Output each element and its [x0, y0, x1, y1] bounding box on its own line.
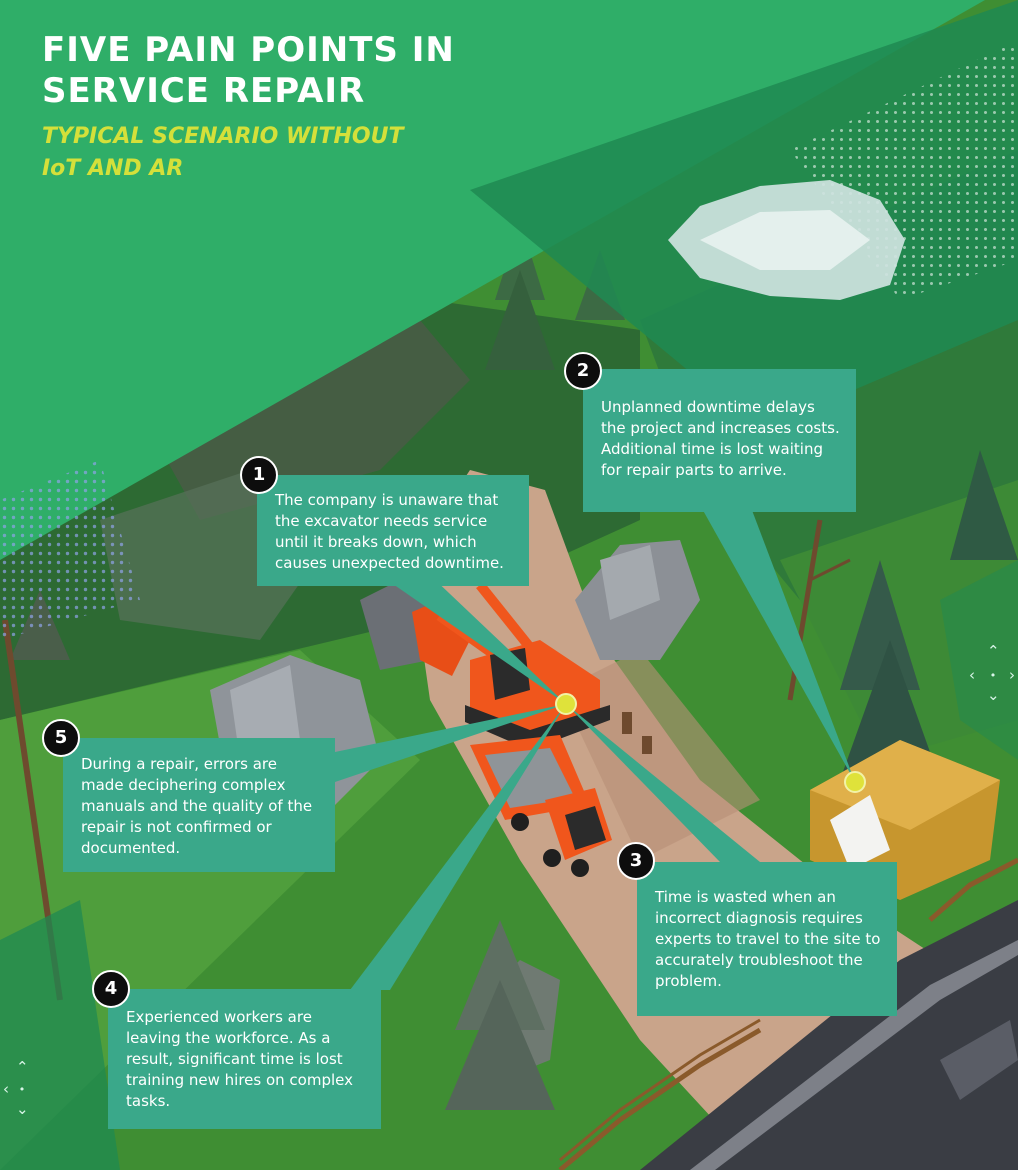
pointer-3: [566, 704, 760, 862]
pointer-2: [700, 505, 855, 782]
chevron-up-icon[interactable]: ⌃: [987, 642, 1000, 660]
chevron-left-icon[interactable]: ‹: [3, 1080, 9, 1098]
callout-4-text: Experienced workers are leaving the work…: [126, 1008, 353, 1110]
marker-excavator: [555, 693, 577, 715]
callout-4-box: Experienced workers are leaving the work…: [108, 989, 381, 1129]
chevron-right-icon[interactable]: ›: [1009, 666, 1015, 684]
center-dot-icon: •: [989, 669, 997, 682]
callout-4-badge: 4: [92, 970, 130, 1008]
marker-cabin: [844, 771, 866, 793]
chevron-down-icon[interactable]: ⌄: [987, 686, 1000, 704]
pointer-4: [350, 704, 566, 990]
center-dot-icon: •: [18, 1083, 26, 1096]
callout-3-badge: 3: [617, 842, 655, 880]
callout-2-text: Unplanned downtime delays the project an…: [601, 398, 840, 479]
callout-5-badge: 5: [42, 719, 80, 757]
callout-1-box: The company is unaware that the excavato…: [257, 475, 529, 586]
nav-control-left[interactable]: ⌃ ‹ • ⌄: [0, 1058, 40, 1122]
callout-5-text: During a repair, errors are made deciphe…: [81, 755, 313, 857]
chevron-up-icon[interactable]: ⌃: [16, 1058, 29, 1076]
page-subtitle: TYPICAL SCENARIO WITHOUT IoT AND AR: [42, 124, 404, 181]
page-title: FIVE PAIN POINTS IN SERVICE REPAIR: [42, 30, 455, 111]
callout-2-badge: 2: [564, 352, 602, 390]
callout-2-box: Unplanned downtime delays the project an…: [583, 369, 856, 512]
callout-5-box: During a repair, errors are made deciphe…: [63, 738, 335, 872]
chevron-down-icon[interactable]: ⌄: [16, 1100, 29, 1118]
nav-control-right[interactable]: ⌃ ‹ • › ⌄: [960, 640, 1018, 710]
pointer-5: [335, 704, 566, 782]
callout-1-badge: 1: [240, 456, 278, 494]
pointer-1: [380, 575, 566, 704]
chevron-left-icon[interactable]: ‹: [969, 666, 975, 684]
callout-3-box: Time is wasted when an incorrect diagnos…: [637, 862, 897, 1016]
callout-1-text: The company is unaware that the excavato…: [275, 491, 504, 572]
callout-3-text: Time is wasted when an incorrect diagnos…: [655, 888, 881, 990]
